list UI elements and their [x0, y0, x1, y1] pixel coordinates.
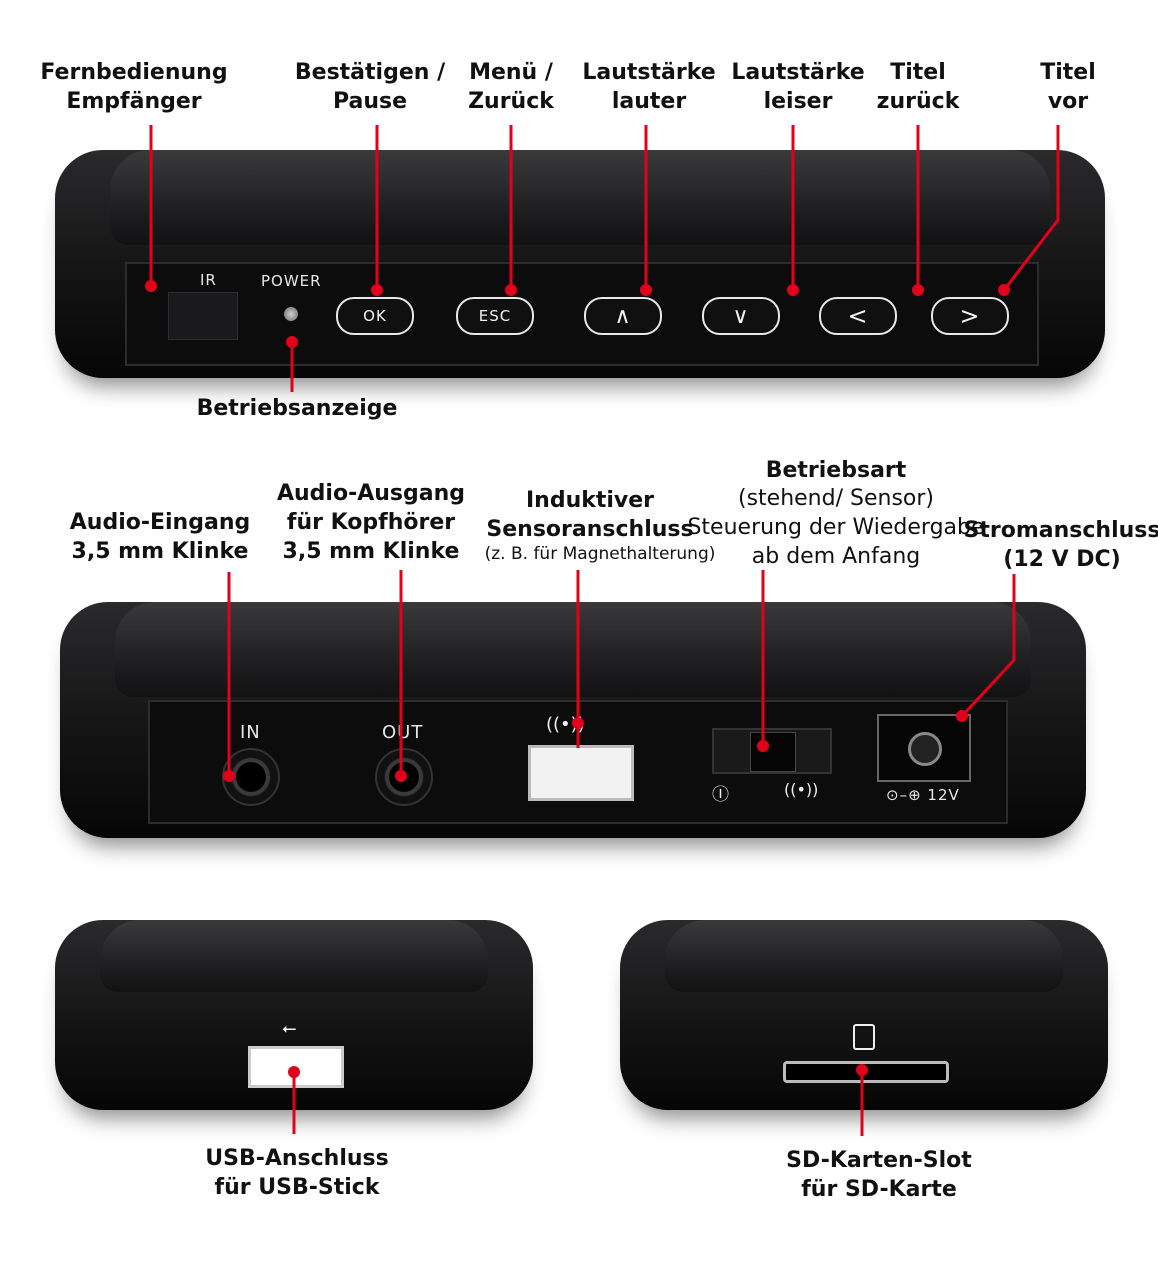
label-audio-out: Audio-Ausgang für Kopfhörer 3,5 mm Klink… — [276, 481, 466, 564]
switch-knob[interactable] — [750, 732, 796, 772]
dot-vol-down — [787, 284, 799, 296]
label-ir-receiver: Fernbedienung Empfänger — [40, 60, 228, 114]
label-esc: Menü / Zurück — [468, 60, 554, 114]
label-sensor-note: (z. B. für Magnethalterung) — [484, 544, 716, 564]
dc-power-jack[interactable] — [877, 714, 971, 782]
usb-icon: ⭠ — [282, 1018, 297, 1039]
label-power-input: Stromanschluss (12 V DC) — [963, 518, 1158, 572]
label-ok: Bestätigen / Pause — [294, 60, 446, 114]
sensor-mode-icon: ((•)) — [784, 780, 819, 799]
label-mode-desc: (stehend/ Sensor) Steuerung der Wiederga… — [687, 486, 985, 569]
mode-switch[interactable] — [712, 728, 832, 774]
volume-up-button[interactable]: ∧ — [584, 297, 662, 335]
esc-button[interactable]: ESC — [456, 297, 534, 335]
sd-card-icon — [853, 1024, 875, 1050]
label-prev-track: Titel zurück — [876, 60, 960, 114]
audio-in-jack[interactable] — [222, 748, 280, 806]
dot-vol-up — [640, 284, 652, 296]
dot-ok — [371, 284, 383, 296]
dot-dc — [956, 710, 968, 722]
ok-button[interactable]: OK — [336, 297, 414, 335]
dc-pin-icon — [908, 732, 942, 766]
dot-next — [998, 284, 1010, 296]
dot-sd — [856, 1064, 868, 1076]
dot-esc — [505, 284, 517, 296]
dot-audio-out — [395, 770, 407, 782]
dot-ir — [145, 280, 157, 292]
dot-mode — [757, 740, 769, 752]
ir-window — [168, 292, 238, 340]
label-volume-up: Lautstärke lauter — [582, 60, 716, 114]
label-sensor: Induktiver Sensoranschluss — [486, 488, 694, 542]
label-sd: SD-Karten-Slot für SD-Karte — [786, 1148, 972, 1202]
label-mode-title: Betriebsart — [765, 458, 907, 483]
prev-track-button[interactable]: < — [819, 297, 897, 335]
volume-down-button[interactable]: ∨ — [702, 297, 780, 335]
in-label: IN — [240, 722, 261, 743]
dot-power-led — [286, 336, 298, 348]
dc-label: ⊙–⊕ 12V — [886, 786, 960, 804]
label-audio-in: Audio-Eingang 3,5 mm Klinke — [69, 510, 251, 564]
power-led — [284, 307, 298, 321]
power-label: POWER — [261, 272, 322, 290]
dot-usb — [288, 1066, 300, 1078]
dot-audio-in — [223, 770, 235, 782]
standing-mode-icon: Ⓘ — [712, 785, 729, 805]
label-volume-down: Lautstärke leiser — [731, 60, 865, 114]
dot-prev — [912, 284, 924, 296]
label-usb: USB-Anschluss für USB-Stick — [205, 1146, 389, 1200]
label-next-track: Titel vor — [1040, 60, 1096, 114]
dot-sensor — [572, 717, 584, 729]
ir-label: IR — [200, 271, 217, 289]
label-power-led: Betriebsanzeige — [196, 396, 398, 421]
next-track-button[interactable]: > — [931, 297, 1009, 335]
sensor-connector[interactable] — [528, 745, 634, 801]
